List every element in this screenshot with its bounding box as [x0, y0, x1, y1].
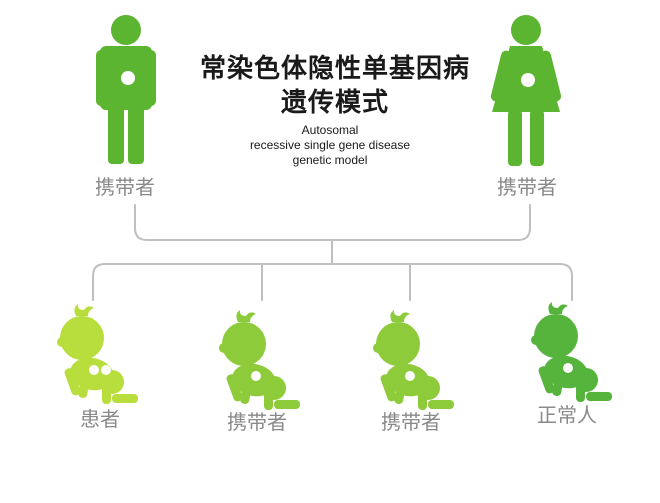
diagram-title-zh: 常染色体隐性单基因病 遗传模式	[190, 52, 480, 120]
parent-label-father: 携带者	[95, 175, 155, 199]
title-en-line1: Autosomal	[301, 123, 359, 137]
crawling-baby-icon	[531, 302, 612, 402]
title-en-line3: genetic model	[292, 153, 368, 167]
body-dot	[563, 363, 573, 373]
title-en-line2: recessive single gene disease	[249, 138, 411, 152]
parent-label-mother: 携带者	[497, 175, 557, 199]
child-label-carrier-2: 携带者	[381, 410, 441, 434]
male-figure-icon	[96, 15, 156, 164]
connector-line	[134, 204, 531, 241]
female-figure-icon	[490, 15, 562, 166]
child-label-affected: 患者	[80, 407, 120, 431]
connector-line	[92, 263, 573, 301]
crawling-baby-icon	[57, 304, 138, 404]
body-dot	[101, 365, 111, 375]
diagram-title-en: Autosomal recessive single gene disease …	[225, 123, 435, 168]
title-zh-line1: 常染色体隐性单基因病	[199, 54, 470, 84]
body-dot	[251, 371, 261, 381]
body-dot	[89, 365, 99, 375]
body-dot	[405, 371, 415, 381]
crawling-baby-icon	[219, 310, 300, 410]
child-label-normal: 正常人	[537, 403, 597, 427]
child-label-carrier-1: 携带者	[227, 410, 287, 434]
crawling-baby-icon	[373, 310, 454, 410]
title-zh-line2: 遗传模式	[280, 88, 389, 118]
